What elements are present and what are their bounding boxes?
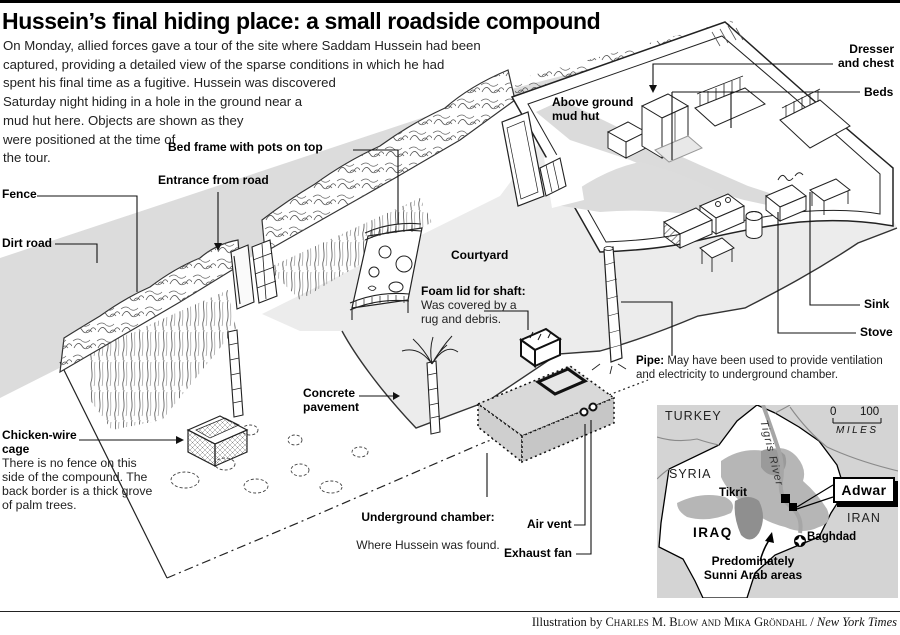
air-vent-hole xyxy=(579,407,589,417)
entrance-gate xyxy=(230,239,278,310)
map-label-tikrit: Tikrit xyxy=(719,487,747,499)
map-scale-start: 0 xyxy=(830,406,837,418)
label-entrance: Entrance from road xyxy=(158,173,269,187)
map-adwar-box: Adwar xyxy=(833,477,895,503)
dirt-road xyxy=(0,30,738,398)
stool xyxy=(699,237,735,272)
leader-arrowheads xyxy=(176,85,657,444)
credit-source: New York Times xyxy=(816,615,897,629)
barrel xyxy=(745,211,763,239)
bottom-rule xyxy=(0,611,900,612)
door-panel xyxy=(501,111,545,207)
map-label-iran: IRAN xyxy=(847,511,881,525)
label-underground-bold: Underground chamber: xyxy=(361,510,495,525)
label-air-vent: Air vent xyxy=(527,517,572,531)
label-underground-chamber: Underground chamber: Where Hussein was f… xyxy=(336,496,520,567)
sunni-area xyxy=(721,448,829,531)
label-pipe-bold: Pipe: xyxy=(636,355,665,367)
sunni-arrowhead xyxy=(765,532,774,543)
pipe xyxy=(591,246,627,375)
label-foam-lid-bold: Foam lid for shaft: xyxy=(421,284,526,298)
tikrit-marker xyxy=(781,494,790,503)
map-shapes xyxy=(657,405,898,598)
headline: Hussein’s final hiding place: a small ro… xyxy=(2,8,601,34)
scale-bar xyxy=(832,418,882,424)
note-no-fence: There is no fence on this side of the co… xyxy=(2,456,153,512)
top-rule xyxy=(0,0,900,3)
label-foam-lid-rest: Was covered by a rug and debris. xyxy=(421,298,517,327)
concrete-pavement xyxy=(262,142,898,429)
label-fence: Fence xyxy=(2,187,37,201)
side-table xyxy=(809,178,851,215)
baghdad-star xyxy=(794,535,806,547)
locator-map: TURKEY SYRIA IRAQ IRAN Tikrit Baghdad Ad… xyxy=(657,405,898,598)
label-sink: Sink xyxy=(864,297,890,311)
hut-furniture xyxy=(606,75,851,272)
stove-counter xyxy=(699,193,745,235)
bed-1 xyxy=(694,75,766,127)
label-concrete-pavement: Concrete pavement xyxy=(303,386,360,415)
chicken-wire-cage xyxy=(186,415,249,467)
window xyxy=(539,157,567,197)
bed-2 xyxy=(779,88,851,149)
label-above-ground-hut: Above ground mud hut xyxy=(552,95,634,124)
leader-lines xyxy=(37,63,860,555)
bed-frame-pots xyxy=(349,222,423,320)
map-scale-end: 100 xyxy=(860,406,880,418)
adwar-pointer-bottom xyxy=(796,496,834,510)
sunni-area-west xyxy=(677,495,733,520)
underground-chamber xyxy=(476,365,616,464)
label-courtyard: Courtyard xyxy=(451,248,509,262)
compound-boundary xyxy=(59,361,649,579)
map-label-iraq: IRAQ xyxy=(693,525,733,540)
fence-hedge xyxy=(59,20,733,374)
credit-separator: / xyxy=(807,615,817,629)
adwar-pointer-top xyxy=(796,484,834,508)
label-underground-rest: Where Hussein was found. xyxy=(356,538,500,553)
shaft-opening xyxy=(534,367,589,396)
adwar-marker xyxy=(789,503,797,511)
label-pipe-rest: May have been used to provide ventilatio… xyxy=(636,355,883,381)
credit-line: Illustration by Charles M. Blow and Mika… xyxy=(532,615,897,630)
credit-names: Charles M. Blow and Mika Gröndahl xyxy=(605,615,808,629)
label-dirt-road: Dirt road xyxy=(2,236,53,250)
hanging-vegetation xyxy=(88,198,432,430)
label-stove: Stove xyxy=(860,325,893,339)
label-foam-lid: Foam lid for shaft: Was covered by a rug… xyxy=(421,284,527,326)
label-pipe: Pipe: May have been used to provide vent… xyxy=(636,355,898,382)
bushes xyxy=(170,424,369,494)
palm-trees xyxy=(227,329,459,435)
map-label-syria: SYRIA xyxy=(669,467,712,481)
tigris-river xyxy=(761,405,803,534)
floor-mat xyxy=(654,135,703,163)
dark-table xyxy=(663,207,713,249)
label-dresser-chest: Dresser and chest xyxy=(837,42,894,71)
sunni-area-dark xyxy=(734,497,763,540)
exhaust-fan-hole xyxy=(588,402,598,412)
map-label-turkey: TURKEY xyxy=(665,409,722,423)
label-bed-frame: Bed frame with pots on top xyxy=(168,140,323,154)
country-borders xyxy=(657,405,898,480)
map-label-sunni-areas: Predominately Sunni Arab areas xyxy=(703,554,803,582)
map-label-baghdad: Baghdad xyxy=(807,531,857,543)
label-beds: Beds xyxy=(864,85,894,99)
map-scale-unit: MILES xyxy=(836,425,879,436)
sink-counter xyxy=(765,172,807,223)
credit-prefix: Illustration by xyxy=(531,615,606,629)
label-exhaust-fan: Exhaust fan xyxy=(504,546,573,560)
intro-paragraph: On Monday, allied forces gave a tour of … xyxy=(3,38,481,166)
foam-lid xyxy=(518,327,563,368)
label-chicken-wire-cage: Chicken-wire cage xyxy=(2,428,77,457)
